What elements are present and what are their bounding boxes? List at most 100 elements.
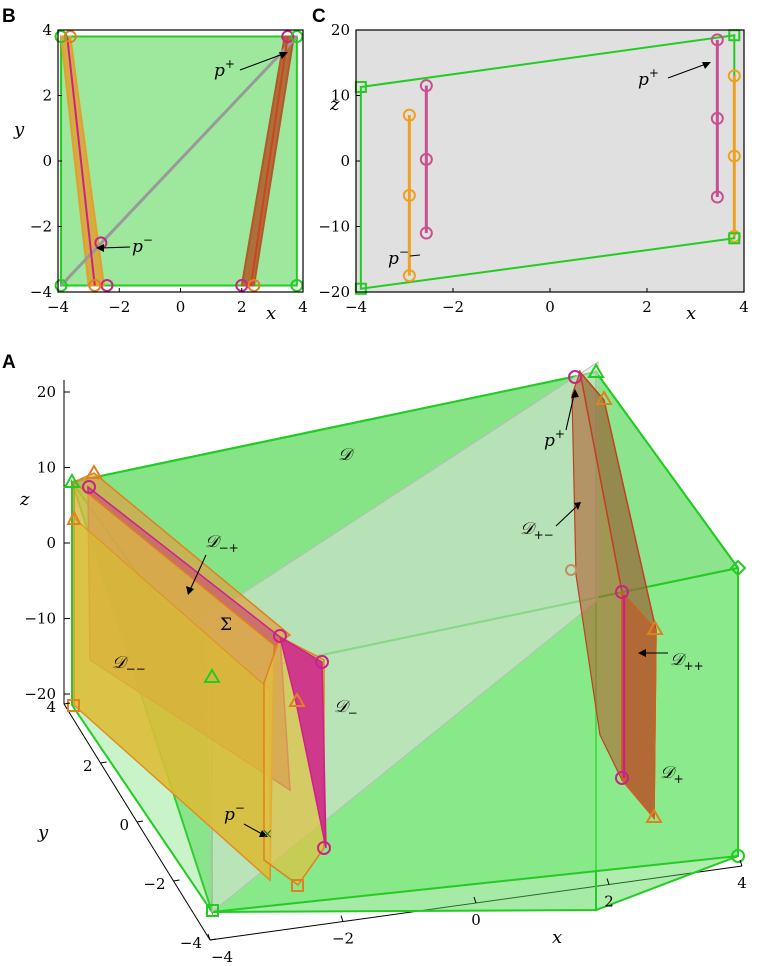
panel-b-ytick: 2 (42, 87, 52, 105)
svg-text:𝒟++: 𝒟++ (670, 650, 704, 673)
svg-text:p+: p+ (544, 427, 565, 451)
svg-text:p−: p− (132, 233, 153, 257)
panel-b-xlabel: x (266, 303, 276, 324)
panel-b-xtick: 2 (237, 298, 247, 316)
panel-a-ztick: −20 (24, 685, 56, 703)
panel-a-annotation-pplus: p+ (544, 389, 579, 451)
panel-a-ztick: −10 (24, 610, 56, 628)
panel-b-marker (54, 278, 68, 292)
panel-c-ylabel: z (329, 94, 340, 115)
panel-a: A (2, 352, 747, 966)
panel-b-ytick: −4 (30, 283, 52, 301)
panel-a-ytick: 2 (83, 757, 93, 775)
panel-c-background (356, 30, 744, 292)
panel-c-annotation-pminus: p− (388, 245, 421, 269)
panel-c-marker (419, 152, 433, 166)
region-label-d-minus-minus: 𝒟−− (112, 653, 146, 676)
panel-c-ytick: 20 (331, 21, 350, 39)
svg-text:𝒟−+: 𝒟−+ (205, 532, 239, 555)
panel-a-xtick: 0 (471, 911, 481, 929)
panel-b-annotation-pplus: p+ (214, 52, 288, 81)
panel-b-letter: B (2, 6, 16, 27)
panel-a-ztick: 10 (37, 459, 56, 477)
panel-c-ytick: 0 (340, 152, 350, 170)
panel-b-ytick: −2 (30, 218, 52, 236)
svg-text:p−: p− (224, 801, 245, 825)
region-label-d-plus: 𝒟+ (660, 763, 684, 786)
panel-b-curve-minus (66, 36, 96, 286)
panel-c-boundary (359, 34, 736, 290)
region-label-d-minus-plus: 𝒟−+ (186, 532, 239, 595)
svg-text:×: × (262, 827, 273, 842)
region-label-sigma: Σ (220, 615, 232, 635)
panel-c-ytick: −10 (318, 218, 350, 236)
panel-a-letter: A (2, 352, 16, 373)
panel-b-marker (88, 278, 102, 292)
panel-c-marker (727, 69, 741, 83)
region-d-minus-minus (72, 472, 292, 882)
panel-c-marker (402, 269, 416, 283)
panel-b-xtick: 0 (176, 298, 186, 316)
panel-a-xtick: 4 (737, 874, 747, 892)
svg-text:p−: p− (388, 245, 409, 269)
svg-text:𝒟−: 𝒟− (334, 697, 358, 720)
panel-c-xtick: 2 (642, 298, 652, 316)
panel-a-ytick: 0 (119, 816, 129, 834)
svg-text:p+: p+ (214, 57, 235, 81)
panel-c-marker (727, 149, 741, 163)
panel-a-ztick: 20 (37, 383, 56, 401)
svg-text:𝒟+: 𝒟+ (660, 763, 684, 786)
panel-c-annotation-pplus: p+ (638, 62, 711, 90)
panel-c-letter: C (312, 6, 326, 27)
panel-b-marker (100, 278, 114, 292)
region-label-d-plus-plus: 𝒟++ (638, 649, 704, 673)
panel-c-xtick: −4 (345, 298, 367, 316)
panel-c-marker (419, 226, 433, 240)
svg-text:Σ: Σ (220, 615, 232, 635)
panel-a-annotation-pminus: p− × (224, 801, 273, 842)
panel-a-xtick: −4 (211, 948, 233, 966)
panel-b-marker (63, 30, 77, 44)
panel-c-xlabel: x (686, 303, 696, 324)
panel-b-ytick: 4 (42, 21, 52, 39)
panel-a-ytick: 4 (46, 698, 56, 716)
panel-c-xtick: −2 (442, 298, 464, 316)
panel-c-xtick: 0 (545, 298, 555, 316)
panel-c-marker (710, 33, 724, 47)
svg-text:𝒟: 𝒟 (338, 445, 355, 465)
panel-c-corner-marker (728, 232, 741, 245)
panel-b-ytick: 0 (42, 152, 52, 170)
panel-c-marker (419, 79, 433, 93)
panel-a-markers (63, 363, 747, 917)
region-label-d: 𝒟 (338, 445, 355, 465)
panel-a-ylabel: y (37, 822, 49, 843)
panel-c-ytick: 10 (331, 87, 350, 105)
panel-c-marker (710, 190, 724, 204)
svg-text:p+: p+ (638, 66, 659, 90)
panel-c-marker (710, 111, 724, 125)
region-label-d-minus: 𝒟− (334, 697, 358, 720)
panel-b-marker (54, 30, 68, 44)
panel-a-xtick: −2 (332, 930, 354, 948)
region-label-d-plus-minus: 𝒟+− (520, 502, 581, 542)
panel-b-annotation-pminus: p− (96, 233, 153, 257)
panel-b-curve-plus (249, 36, 289, 286)
panel-a-ytick: −2 (143, 875, 165, 893)
panel-b-xtick: −4 (47, 298, 69, 316)
panel-a-xtick: 2 (604, 893, 614, 911)
panel-a-zlabel: z (19, 489, 30, 510)
panel-b-ylabel: y (13, 119, 25, 140)
panel-a-ztick: 0 (46, 534, 56, 552)
panel-c-ytick: −20 (318, 283, 350, 301)
panel-b-xtick: −2 (108, 298, 130, 316)
svg-text:𝒟+−: 𝒟+− (520, 519, 554, 542)
panel-c-marker (402, 108, 416, 122)
panel-a-ytick: −4 (180, 934, 202, 952)
panel-b-diagonal (59, 35, 298, 287)
panel-c-xtick: 4 (739, 298, 749, 316)
panel-b-marker (290, 30, 304, 44)
panel-b-marker (247, 278, 261, 292)
